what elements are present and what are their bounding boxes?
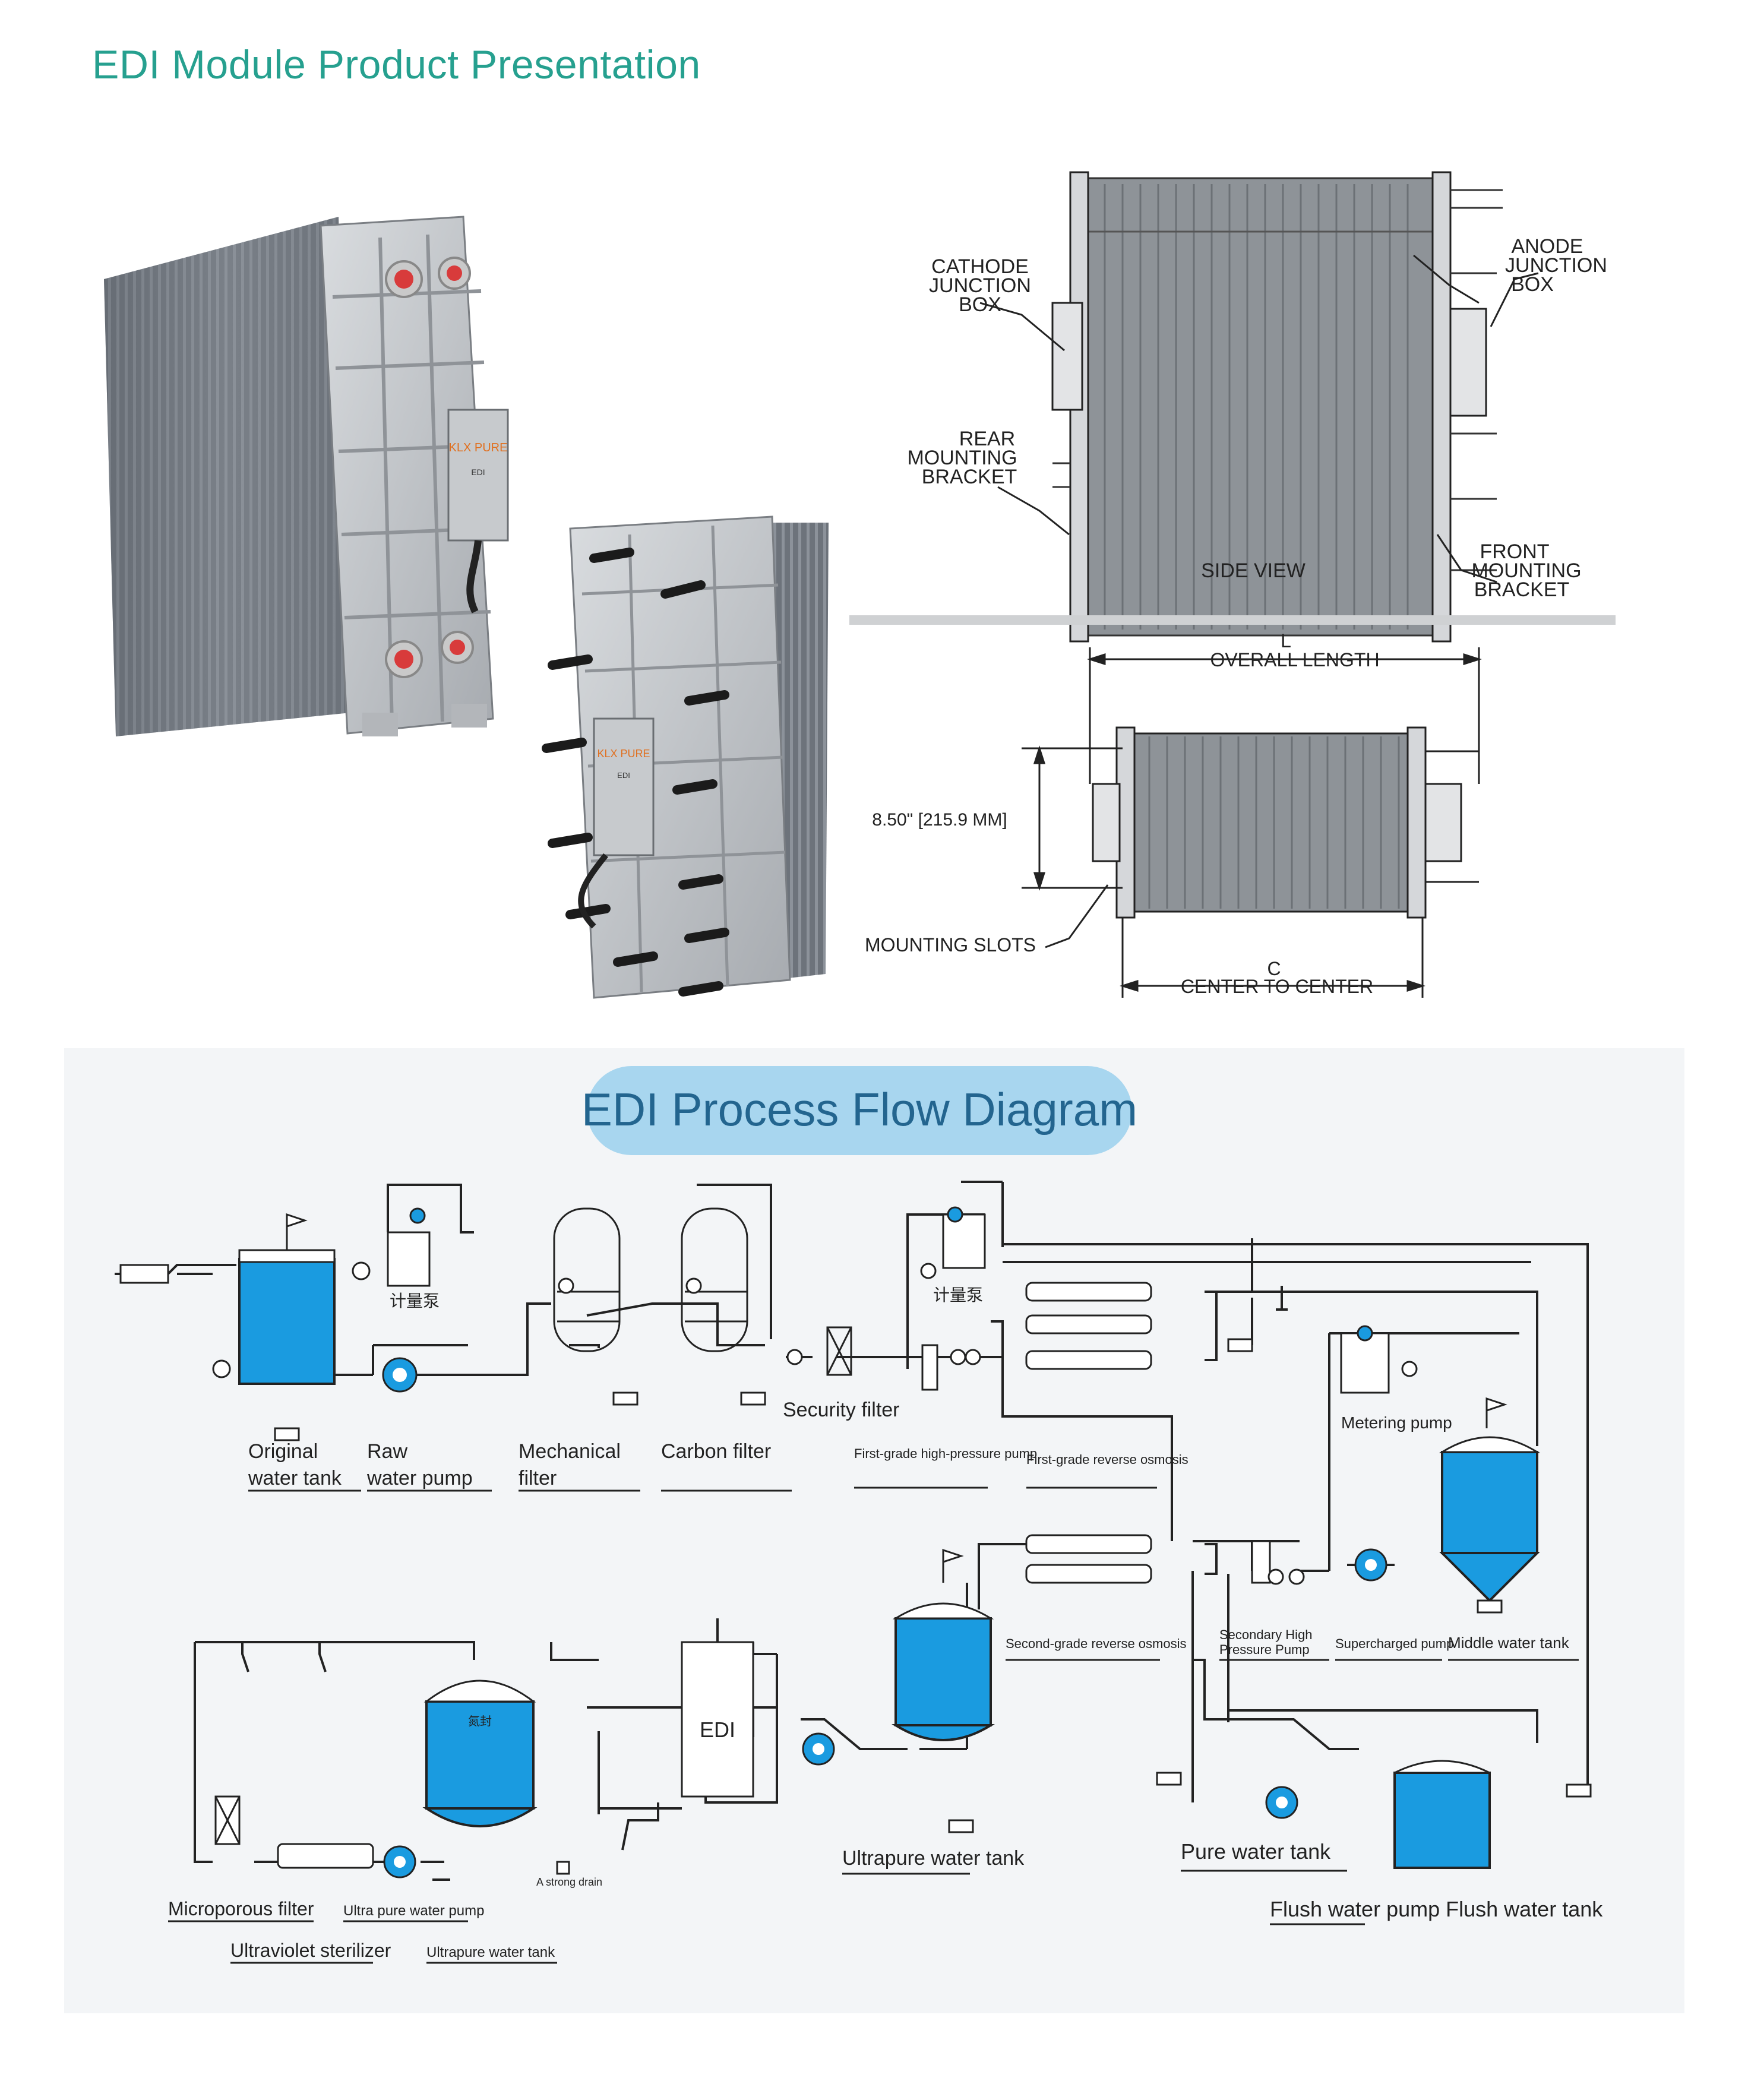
label-first-grade-hp-pump: First-grade high-pressure pump [854,1446,1037,1461]
edi-unit: EDI [681,1641,754,1798]
center-to-center-label: CENTER TO CENTER [1181,976,1373,997]
second-grade-ro-vessels [1025,1534,1152,1584]
pure-water-pump [1265,1786,1298,1819]
dimension-drawings: CATHODE JUNCTION BOX ANODE JUNCTION BOX … [849,171,1616,998]
raw-water-pump [382,1357,418,1393]
nitrogen-seal-tank: 氮封 [422,1680,538,1827]
rear-label-3: BRACKET [922,466,1017,488]
top-view-labels: L OVERALL LENGTH 8.50" [215.9 MM] MOUNTI… [865,630,1380,997]
edi-module-small: KLX PURE EDI [542,515,829,999]
label-original-1: Original [248,1440,318,1463]
anode-label-2: JUNCTION [1505,254,1607,277]
rear-label-1: REAR [959,428,1015,450]
anode-label-3: BOX [1511,273,1554,296]
ultrapure-water-tank [892,1548,995,1741]
edi-unit-label: EDI [700,1718,735,1742]
lower-piping [194,1511,1538,1881]
label-second-grade-ro: Second-grade reverse osmosis [1006,1636,1186,1651]
label-first-grade-ro: First-grade reverse osmosis [1026,1452,1188,1467]
secondary-hp-pump [1251,1540,1305,1585]
center-letter: C [1267,958,1281,979]
mounting-slots-label: MOUNTING SLOTS [865,934,1036,956]
first-grade-hp-pump [921,1344,981,1391]
cathode-label-3: BOX [959,293,1001,316]
page-title: EDI Module Product Presentation [92,42,701,87]
label-strong-drain: A strong drain [536,1876,602,1888]
cathode-label-2: JUNCTION [929,274,1031,297]
mechanical-filter [553,1207,621,1352]
cathode-label-1: CATHODE [931,255,1029,278]
label-pure-water-tank: Pure water tank [1181,1839,1331,1864]
metering-pump-cn-2: 计量泵 [933,1286,983,1304]
dosing-tank-1 [352,1207,431,1287]
label-underlines [168,1487,1579,1964]
model-label-large: EDI [471,467,485,477]
side-view-drawing [979,171,1539,643]
label-raw-2: water pump [366,1467,473,1489]
microporous-filter-unit [214,1795,241,1845]
height-dimension: 8.50" [215.9 MM] [872,810,1007,830]
drains [274,1338,1592,1875]
label-secondary-hp-pump-2: Pressure Pump [1219,1642,1310,1657]
overall-length-label: OVERALL LENGTH [1210,649,1379,671]
middle-water-tank [1439,1397,1541,1602]
dosing-tank-2 [920,1206,986,1279]
label-original-2: water tank [248,1467,342,1489]
rear-label-2: MOUNTING [907,447,1017,469]
label-carbon-filter: Carbon filter [661,1440,771,1463]
section-divider [849,615,1616,625]
metering-pump-cn-1: 计量泵 [390,1292,440,1310]
front-label-2: MOUNTING [1471,559,1581,582]
flush-water-tank [1393,1760,1491,1869]
side-view-caption: SIDE VIEW [1201,559,1306,582]
flow-title: EDI Process Flow Diagram [581,1083,1137,1136]
label-secondary-hp-pump-1: Secondary High [1219,1627,1313,1642]
label-middle-water-tank: Middle water tank [1448,1634,1570,1652]
label-ultra-pure-water-pump: Ultra pure water pump [343,1903,484,1919]
front-label-1: FRONT [1480,540,1549,563]
label-mechanical-2: filter [519,1467,557,1489]
supercharged-pump [1354,1548,1387,1582]
label-raw-1: Raw [367,1440,407,1463]
top-view-drawing [1022,647,1482,998]
edi-module-photos: KLX PURE EDI KLX PURE EDI [104,216,829,999]
flow-title-pill [587,1066,1132,1155]
anode-label-1: ANODE [1512,235,1583,258]
label-ultrapure-water-tank-2: Ultrapure water tank [426,1944,555,1960]
original-water-tank [119,1213,336,1385]
uv-sterilizer [277,1843,374,1869]
flow-labels: Original water tank Raw water pump Mecha… [168,1399,1603,1961]
front-label-3: BRACKET [1474,578,1570,601]
process-flow-diagram: EDI Process Flow Diagram [115,1066,1603,1964]
carbon-filter [681,1207,748,1352]
brand-label-small: KLX PURE [597,748,650,760]
brand-label-large: KLX PURE [449,441,508,454]
label-flush: Flush water pump Flush water tank [1270,1897,1603,1921]
label-supercharged-pump: Supercharged pump [1335,1636,1453,1651]
label-security-filter: Security filter [783,1399,900,1421]
label-ultrapure-water-tank: Ultrapure water tank [842,1847,1025,1870]
security-filter [786,1326,852,1376]
edi-module-large: KLX PURE EDI [104,216,509,736]
ultra-pure-water-pump [383,1845,416,1878]
model-label-small: EDI [617,771,630,780]
overall-length-letter: L [1281,630,1291,651]
label-microporous-filter: Microporous filter [168,1898,314,1919]
ultra-pure-water-pump-2 [802,1732,835,1766]
first-grade-ro-vessels [1025,1282,1152,1370]
nitrogen-seal-label: 氮封 [468,1715,492,1728]
side-view-labels: CATHODE JUNCTION BOX ANODE JUNCTION BOX … [907,235,1607,601]
label-mechanical-1: Mechanical [519,1440,621,1463]
metering-pump-tank [1340,1325,1418,1394]
label-uv-sterilizer: Ultraviolet sterilizer [230,1940,391,1961]
label-metering-pump: Metering pump [1341,1413,1452,1432]
